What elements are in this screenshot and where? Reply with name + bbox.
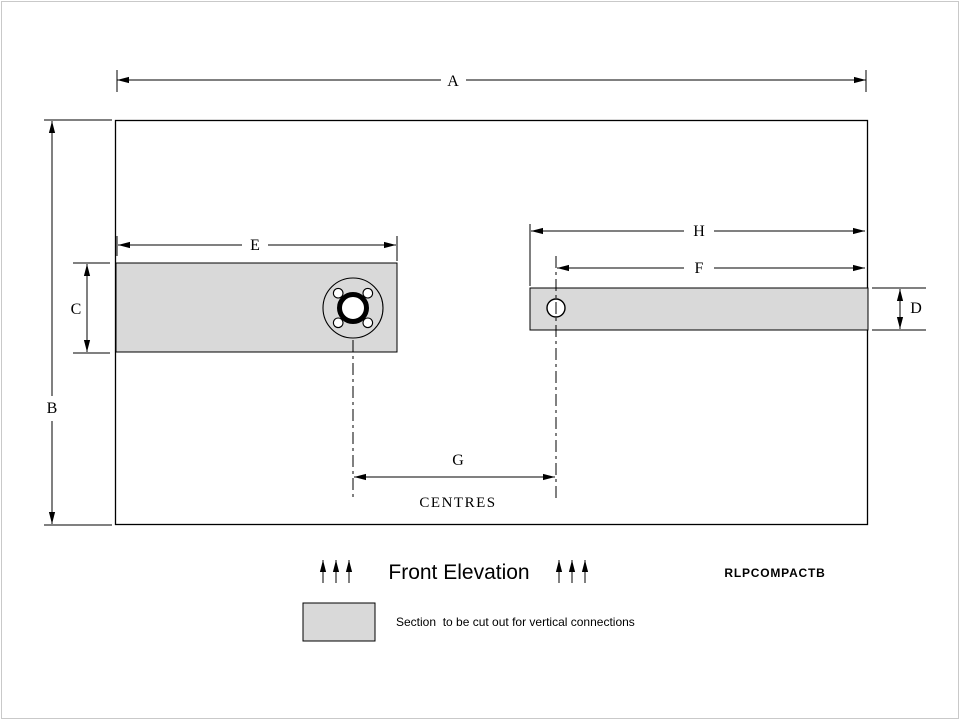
- dimension-h: H: [529, 223, 865, 286]
- dimension-b: B: [44, 119, 112, 526]
- dim-label-f: F: [695, 260, 704, 277]
- dimension-e: E: [116, 236, 398, 261]
- legend-swatch: [302, 602, 376, 642]
- dim-label-a: A: [447, 73, 459, 90]
- flange-bolt-hole: [362, 287, 374, 299]
- flange-bolt-hole: [332, 287, 344, 299]
- flange-outer-circle: [322, 277, 384, 339]
- dim-label-d: D: [910, 300, 922, 317]
- flange-bore-ring: [337, 292, 369, 324]
- centres-label: CENTRES: [419, 495, 496, 511]
- flange-icon: [322, 277, 384, 339]
- dimension-d: D: [872, 287, 926, 331]
- dimension-c: C: [71, 262, 110, 354]
- dim-label-b: B: [47, 400, 58, 417]
- drawing-title: Front Elevation: [388, 561, 529, 584]
- dimension-g: G CENTRES: [354, 452, 555, 511]
- legend: Section to be cut out for vertical conne…: [302, 602, 635, 642]
- dimension-f: F: [557, 260, 865, 277]
- dim-label-h: H: [693, 223, 705, 240]
- dimension-a: A: [116, 70, 867, 92]
- flange-bolt-hole: [332, 317, 344, 329]
- cutout-section-right: [529, 287, 869, 331]
- up-arrows-left: [319, 560, 353, 583]
- dim-label-g: G: [452, 452, 464, 469]
- dim-label-e: E: [250, 237, 260, 254]
- flange-bolt-hole: [362, 317, 374, 329]
- dim-label-c: C: [71, 301, 82, 318]
- up-arrows-right: [555, 560, 589, 583]
- legend-label: Section to be cut out for vertical conne…: [396, 615, 635, 629]
- drawing-code: RLPCOMPACTB: [724, 566, 825, 580]
